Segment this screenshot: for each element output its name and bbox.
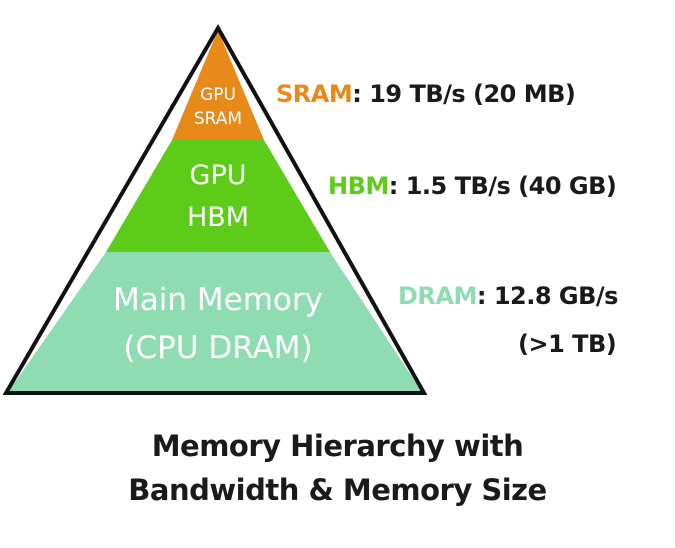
hbm-tier [106, 140, 330, 252]
sram-detail: : 19 TB/s (20 MB) [352, 80, 576, 108]
caption-line2: Bandwidth & Memory Size [128, 473, 547, 507]
dram-tier-line1: Main Memory [113, 282, 323, 318]
hbm-tier-line2: HBM [187, 202, 249, 233]
dram-name: DRAM [398, 282, 477, 310]
sram-tier-line1: GPU [200, 85, 236, 105]
sram-label: SRAM: 19 TB/s (20 MB) [276, 80, 576, 108]
dram-tier [8, 252, 422, 392]
hbm-name: HBM [328, 172, 389, 200]
dram-tier-line2: (CPU DRAM) [123, 330, 312, 366]
dram-detail: : 12.8 GB/s [476, 282, 619, 310]
dram-size-label: (>1 TB) [518, 330, 617, 358]
hbm-tier-line1: GPU [190, 160, 247, 191]
hbm-label: HBM: 1.5 TB/s (40 GB) [328, 172, 617, 200]
caption: Memory Hierarchy with Bandwidth & Memory… [0, 424, 675, 512]
hbm-detail: : 1.5 TB/s (40 GB) [388, 172, 617, 200]
sram-tier [172, 30, 264, 140]
caption-line1: Memory Hierarchy with [151, 429, 524, 463]
sram-tier-line2: SRAM [194, 109, 242, 129]
dram-label: DRAM: 12.8 GB/s [398, 282, 618, 310]
pyramid-outline [2, 23, 428, 395]
sram-name: SRAM [276, 80, 353, 108]
